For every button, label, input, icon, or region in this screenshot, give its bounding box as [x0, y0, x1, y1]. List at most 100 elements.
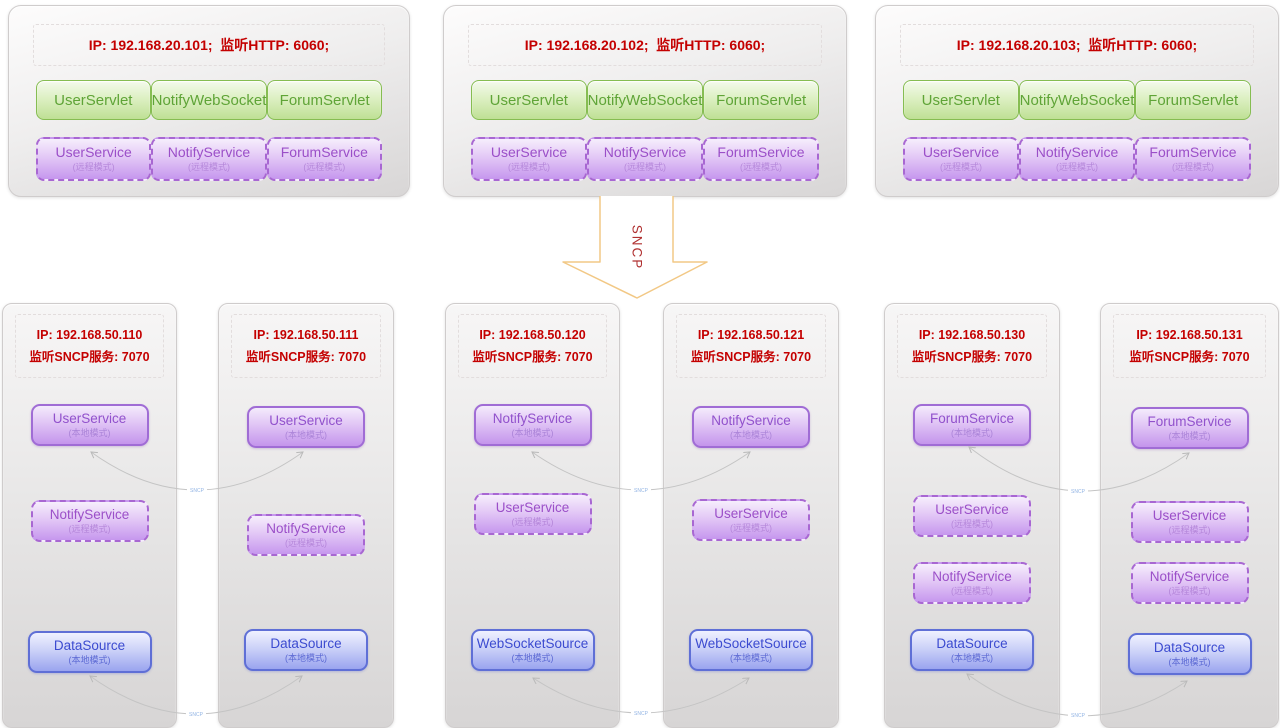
service-mode: (远程模式)	[1168, 586, 1211, 596]
user-service-box: UserService (远程模式)	[36, 137, 152, 181]
data-source-box: DataSource (本地模式)	[244, 629, 368, 671]
service-name: WebSocketSource	[695, 636, 807, 651]
data-source-box: DataSource (本地模式)	[1127, 633, 1252, 675]
service-name: NotifyService	[167, 144, 251, 160]
service-name: UserService	[495, 500, 570, 515]
service-name: UserService	[269, 413, 343, 428]
service-mode: (本地模式)	[1168, 657, 1211, 667]
user-service-box: UserService (远程模式)	[692, 499, 810, 541]
http-server-node-102: IP: 192.168.20.102; 监听HTTP: 6060; UserSe…	[443, 5, 847, 197]
connector-label: SNCP	[187, 486, 207, 494]
service-name: UserService	[55, 144, 132, 160]
notify-websocket-box: NotifyWebSocket	[586, 80, 704, 120]
service-mode: (本地模式)	[68, 428, 111, 438]
listen-port: 监听SNCP服务: 7070	[1129, 349, 1250, 364]
notify-service-box: NotifyService (远程模式)	[587, 137, 703, 181]
service-name: DataSource	[1153, 640, 1226, 655]
service-mode: (本地模式)	[285, 653, 327, 663]
ip-header: IP: 192.168.50.111 监听SNCP服务: 7070	[231, 314, 381, 378]
forum-servlet-box: ForumServlet	[267, 80, 382, 120]
data-source-box: DataSource (本地模式)	[910, 629, 1034, 671]
listen-port: 监听SNCP服务: 7070	[29, 349, 150, 364]
svg-text:SNCP: SNCP	[189, 712, 204, 718]
service-mode: (远程模式)	[285, 538, 327, 548]
service-row: UserService (远程模式) NotifyService (远程模式) …	[471, 137, 819, 181]
ip-header: IP: 192.168.50.121 监听SNCP服务: 7070	[676, 314, 826, 378]
listen-port: 监听SNCP服务: 7070	[245, 349, 367, 364]
ip-header: IP: 192.168.50.131 监听SNCP服务: 7070	[1113, 314, 1266, 378]
ip-address: IP: 192.168.50.120	[479, 327, 586, 342]
service-mode: (远程模式)	[940, 162, 982, 172]
forum-servlet-box: ForumServlet	[1135, 80, 1251, 120]
user-servlet-box: UserServlet	[471, 80, 587, 120]
http-server-node-101: IP: 192.168.20.101; 监听HTTP: 6060; UserSe…	[8, 5, 410, 197]
service-mode: (远程模式)	[730, 523, 772, 533]
service-row: UserService (远程模式) NotifyService (远程模式) …	[36, 137, 382, 181]
ip-header: IP: 192.168.20.102; 监听HTTP: 6060;	[468, 24, 822, 66]
websocket-source-box: WebSocketSource (本地模式)	[689, 629, 813, 671]
sncp-server-node-120: IP: 192.168.50.120 监听SNCP服务: 7070 Notify…	[445, 303, 620, 728]
ip-header: IP: 192.168.50.130 监听SNCP服务: 7070	[897, 314, 1047, 378]
sncp-server-node-131: IP: 192.168.50.131 监听SNCP服务: 7070 ForumS…	[1100, 303, 1279, 728]
user-service-box: UserService (本地模式)	[247, 406, 365, 448]
notify-service-box: NotifyService (远程模式)	[913, 562, 1031, 604]
service-mode: (本地模式)	[511, 653, 554, 663]
forum-service-box: ForumService (本地模式)	[1130, 407, 1249, 449]
svg-text:SNCP: SNCP	[1071, 489, 1086, 495]
service-mode: (远程模式)	[624, 162, 666, 172]
service-mode: (远程模式)	[740, 162, 782, 172]
service-mode: (远程模式)	[1172, 162, 1214, 172]
service-name: UserService	[922, 144, 1000, 160]
service-name: NotifyService	[603, 144, 687, 160]
user-service-box: UserService (远程模式)	[473, 493, 592, 535]
ip-address: IP: 192.168.50.121	[697, 327, 805, 342]
notify-websocket-box: NotifyWebSocket	[150, 80, 268, 120]
service-mode: (远程模式)	[1056, 162, 1098, 172]
sncp-server-node-111: IP: 192.168.50.111 监听SNCP服务: 7070 UserSe…	[218, 303, 394, 728]
notify-websocket-box: NotifyWebSocket	[1018, 80, 1136, 120]
service-mode: (远程模式)	[511, 517, 554, 527]
notify-service-box: NotifyService (远程模式)	[30, 500, 149, 542]
service-mode: (远程模式)	[72, 162, 115, 172]
notify-service-box: NotifyService (远程模式)	[151, 137, 267, 181]
service-mode: (远程模式)	[951, 519, 993, 529]
service-name: UserService	[1152, 508, 1227, 523]
service-name: DataSource	[936, 636, 1008, 651]
service-name: UserService	[52, 411, 127, 426]
forum-servlet-box: ForumServlet	[703, 80, 819, 120]
ip-header: IP: 192.168.50.110 监听SNCP服务: 7070	[15, 314, 164, 378]
http-server-node-103: IP: 192.168.20.103; 监听HTTP: 6060; UserSe…	[875, 5, 1279, 197]
service-name: ForumService	[1147, 414, 1232, 429]
service-mode: (远程模式)	[508, 162, 550, 172]
service-mode: (本地模式)	[285, 430, 327, 440]
ip-header: IP: 192.168.50.120 监听SNCP服务: 7070	[458, 314, 607, 378]
servlet-row: UserServlet NotifyWebSocket ForumServlet	[903, 80, 1251, 120]
ip-address: IP: 192.168.50.110	[36, 327, 143, 342]
ip-address: IP: 192.168.50.131	[1136, 327, 1243, 342]
svg-text:SNCP: SNCP	[1071, 713, 1086, 719]
service-mode: (本地模式)	[511, 428, 554, 438]
service-name: ForumService	[717, 144, 805, 160]
service-name: DataSource	[53, 638, 126, 653]
ip-header: IP: 192.168.20.103; 监听HTTP: 6060;	[900, 24, 1254, 66]
forum-service-box: ForumService (远程模式)	[266, 137, 382, 181]
service-mode: (远程模式)	[1168, 525, 1211, 535]
service-name: NotifyService	[711, 413, 791, 428]
servlet-row: UserServlet NotifyWebSocket ForumServlet	[471, 80, 819, 120]
service-name: NotifyService	[492, 411, 573, 426]
sncp-server-node-121: IP: 192.168.50.121 监听SNCP服务: 7070 Notify…	[663, 303, 839, 728]
notify-service-box: NotifyService (远程模式)	[1130, 562, 1249, 604]
connector-label: SNCP	[631, 486, 651, 494]
service-name: UserService	[935, 502, 1009, 517]
user-servlet-box: UserServlet	[36, 80, 151, 120]
service-name: NotifyService	[932, 569, 1012, 584]
user-service-box: UserService (远程模式)	[471, 137, 587, 181]
connector-label: SNCP	[1068, 487, 1088, 495]
websocket-source-box: WebSocketSource (本地模式)	[470, 629, 595, 671]
listen-port: 监听SNCP服务: 7070	[472, 349, 593, 364]
data-source-box: DataSource (本地模式)	[27, 631, 152, 673]
service-name: NotifyService	[1035, 144, 1119, 160]
service-name: ForumService	[929, 411, 1015, 426]
service-mode: (本地模式)	[68, 655, 111, 665]
service-name: ForumService	[1149, 144, 1237, 160]
